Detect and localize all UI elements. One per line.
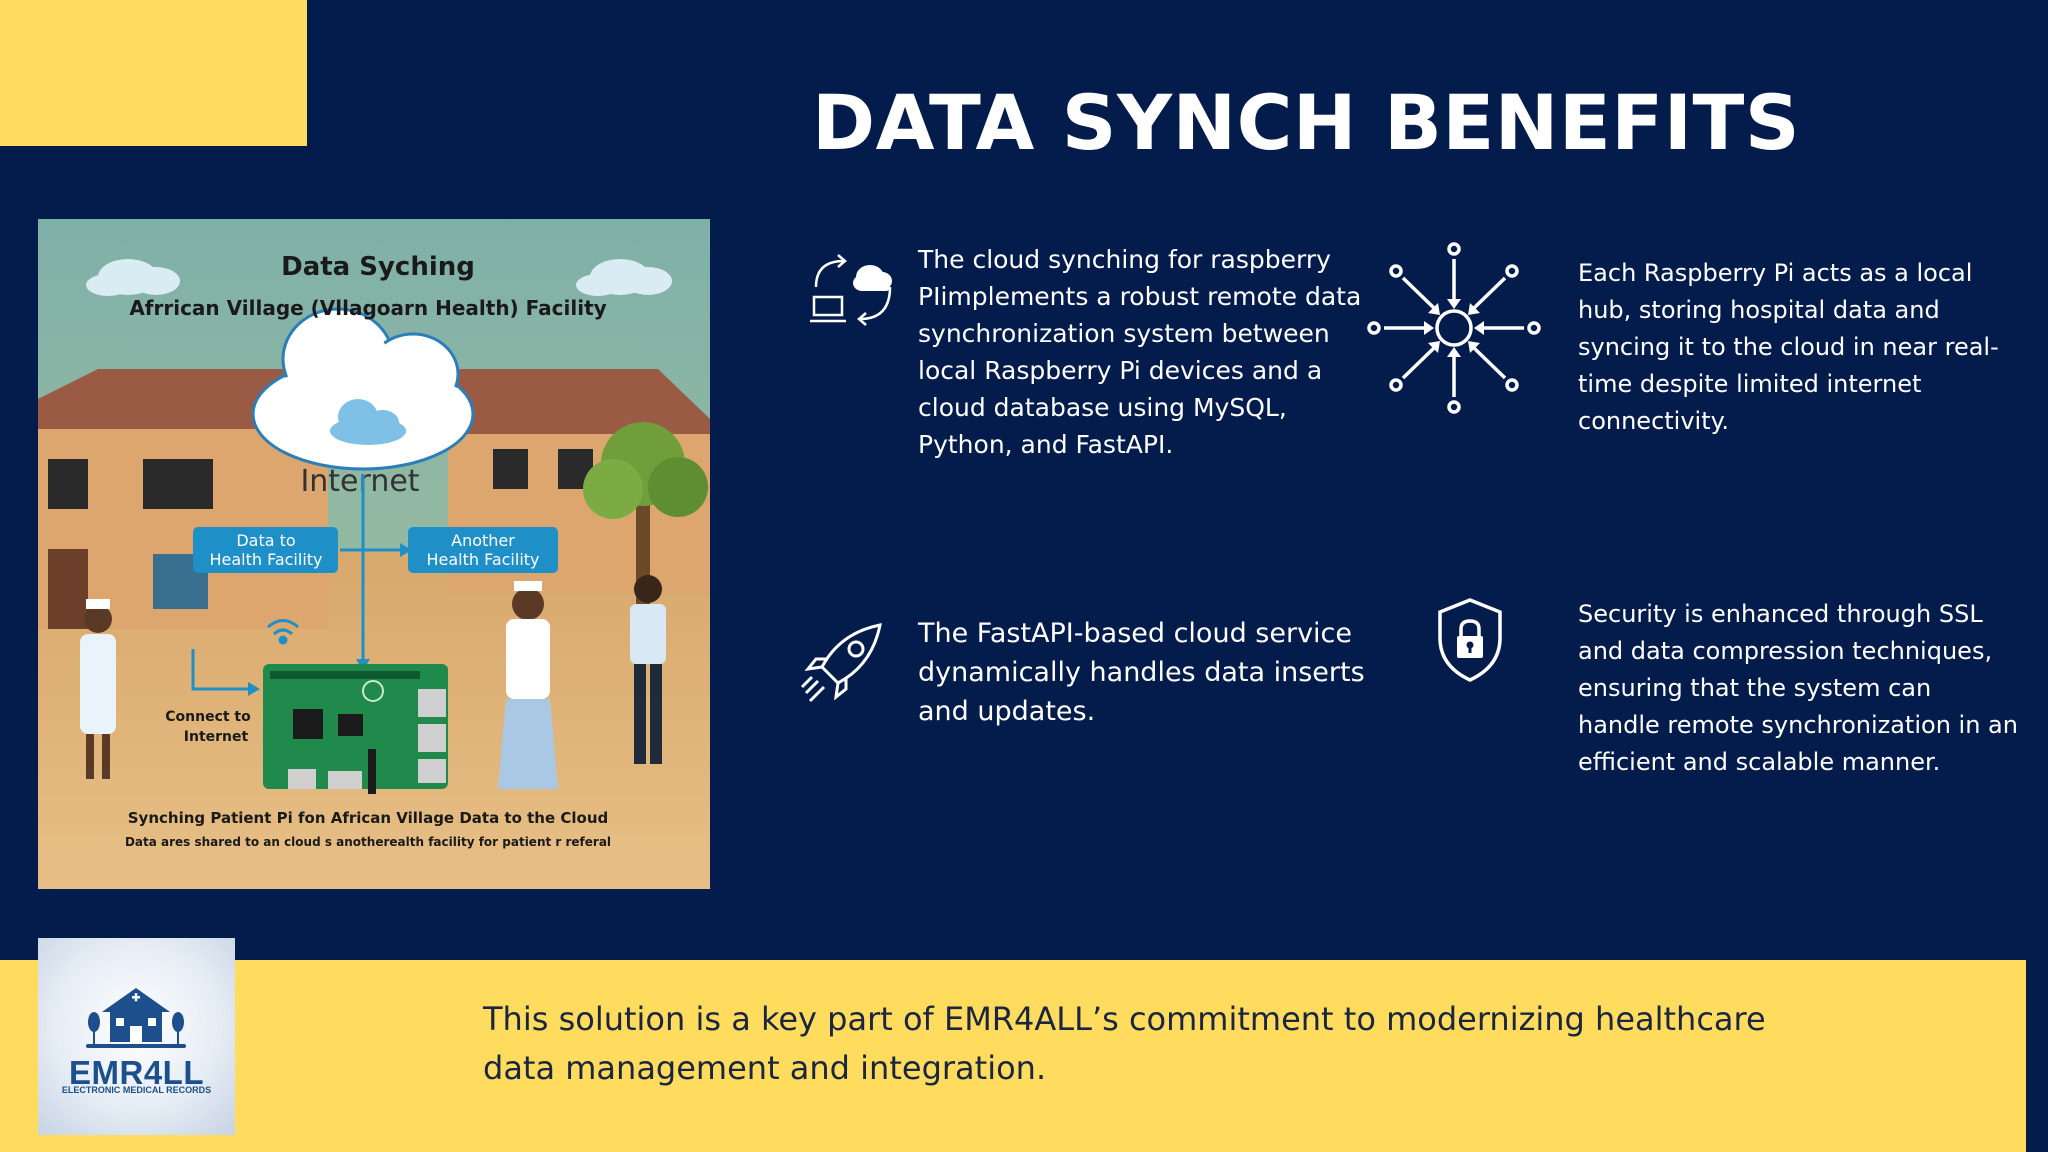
box-right-line-2: Health Facility [426, 550, 539, 569]
box-data-to-health-facility [193, 527, 338, 573]
box-left-line-2: Health Facility [209, 550, 322, 569]
data-syncing-illustration: Internet Data to Health Facility Another… [38, 219, 710, 889]
box-right-line-1: Another [451, 531, 515, 550]
raspberry-pi-board [263, 664, 448, 794]
benefit-text-local-hub: Each Raspberry Pi acts as a local hub, s… [1578, 259, 1999, 435]
man-right [630, 575, 666, 764]
footer-banner [0, 960, 2026, 1152]
slide-title: DATA SYNCH BENEFITS [812, 78, 1801, 167]
corner-accent-block [0, 0, 307, 146]
illustration-subcaption: Data ares shared to an cloud s anotherea… [125, 835, 611, 849]
nurse-left [80, 599, 116, 779]
wifi-icon [267, 619, 299, 645]
box-left-line-1: Data to [236, 531, 295, 550]
sky-cloud-right [576, 259, 672, 296]
internet-cloud [251, 307, 475, 471]
benefit-text-fastapi: The FastAPI-based cloud service dynamica… [918, 618, 1365, 727]
flow-arrows [191, 474, 400, 691]
rocket-icon [800, 623, 882, 703]
shield-lock-icon [1438, 598, 1502, 682]
illustration-caption: Synching Patient Pi fon African Village … [128, 809, 608, 827]
cloud-label: Internet [300, 464, 419, 499]
logo-subtitle: ELECTRONIC MEDICAL RECORDS [61, 1085, 212, 1095]
footer-statement: This solution is a key part of EMR4ALL’s… [483, 1000, 1766, 1087]
connect-label-line-1: Connect to [165, 709, 251, 725]
sky-cloud-left [86, 259, 180, 296]
illustration-heading: Data Syching [281, 252, 475, 282]
box-another-health-facility [408, 527, 558, 573]
logo-wordmark: EMR4LL [69, 1054, 204, 1091]
network-hub-icon [1367, 242, 1541, 414]
doctor-center [498, 581, 558, 789]
connect-label-line-2: Internet [184, 729, 249, 745]
benefit-text-security: Security is enhanced through SSL and dat… [1578, 600, 2018, 776]
illustration-subheading: Afrrican Village (Vllagoarn Health) Faci… [129, 296, 606, 320]
emr4all-logo: EMR4LL ELECTRONIC MEDICAL RECORDS [38, 938, 235, 1135]
hospital-icon [86, 988, 186, 1048]
benefit-text-cloud-sync: The cloud synching for raspberry PIimple… [918, 245, 1362, 459]
cloud-sync-icon [810, 254, 892, 326]
